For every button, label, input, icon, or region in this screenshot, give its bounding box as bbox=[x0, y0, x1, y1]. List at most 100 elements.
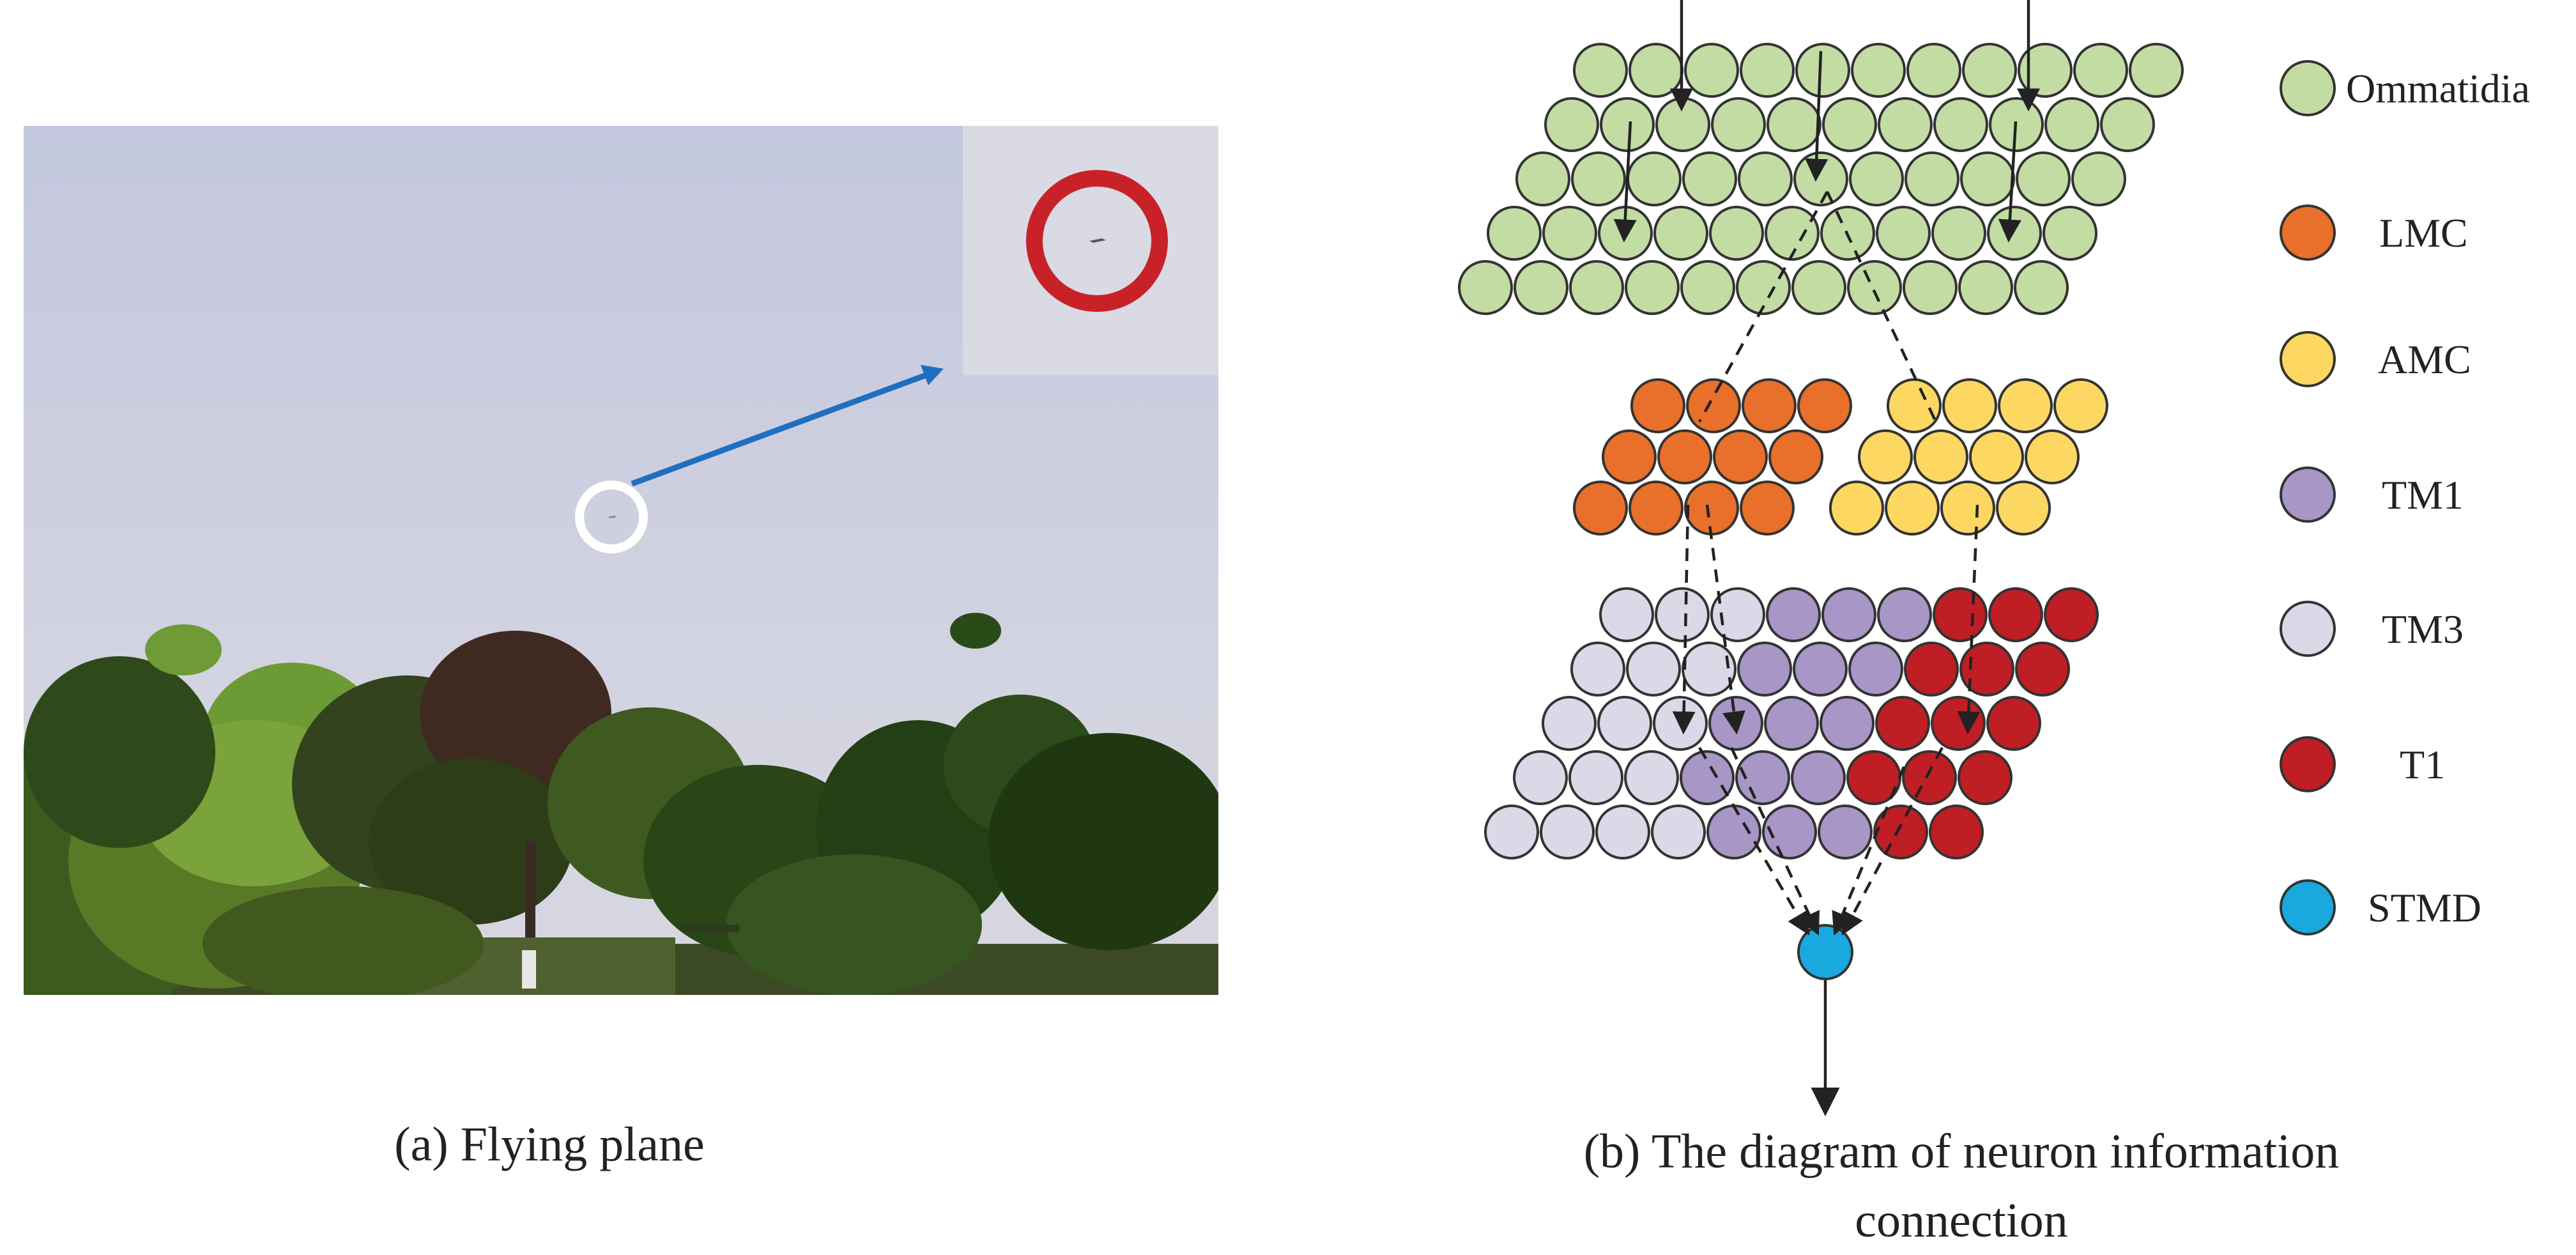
tm1-neuron bbox=[1821, 587, 1876, 642]
flying-plane-photo bbox=[24, 126, 1218, 995]
t1-neuron bbox=[1931, 696, 1986, 751]
ommatidium-neuron bbox=[2071, 151, 2126, 206]
inset-highlight-ring bbox=[1026, 170, 1168, 312]
t1-neuron bbox=[1873, 805, 1928, 859]
ommatidium-neuron bbox=[2016, 151, 2071, 206]
ommatidium-neuron bbox=[1876, 206, 1931, 261]
ommatidium-neuron bbox=[2100, 97, 2155, 152]
tm3-neuron bbox=[1513, 750, 1568, 805]
ommatidium-neuron bbox=[1514, 260, 1568, 315]
tm1-neuron bbox=[1762, 805, 1817, 859]
t1-neuron bbox=[2044, 587, 2099, 642]
tm3-neuron bbox=[1540, 805, 1595, 859]
t1-neuron bbox=[1986, 696, 2041, 751]
tm1-neuron bbox=[1735, 750, 1790, 805]
t1-neuron bbox=[1933, 587, 1988, 642]
connection-arrow bbox=[1729, 747, 1820, 936]
ommatidium-neuron bbox=[1487, 206, 1542, 261]
legend-item-stmd: STMD bbox=[2280, 879, 2481, 935]
lmc-neuron bbox=[1657, 429, 1712, 484]
legend-label: TM1 bbox=[2382, 472, 2464, 518]
t1-neuron bbox=[1929, 805, 1984, 859]
tree-line bbox=[24, 613, 1218, 995]
ommatidium-neuron bbox=[1600, 97, 1655, 152]
caption-neuron-diagram: (b) The diagram of neuron information co… bbox=[1469, 1117, 2453, 1255]
lmc-neuron bbox=[1602, 429, 1657, 484]
legend-swatch bbox=[2280, 879, 2336, 935]
ommatidium-neuron bbox=[1987, 206, 2042, 261]
amc-neuron bbox=[2053, 378, 2108, 433]
ommatidium-neuron bbox=[1851, 43, 1906, 98]
legend-item-t1: T1 bbox=[2280, 736, 2445, 792]
input-arrow bbox=[1998, 121, 2021, 243]
ommatidium-neuron bbox=[1738, 151, 1793, 206]
tm1-neuron bbox=[1818, 805, 1873, 859]
ommatidium-neuron bbox=[1680, 260, 1735, 315]
lmc-neuron bbox=[1740, 481, 1795, 535]
ommatidium-neuron bbox=[1849, 151, 1904, 206]
zoom-inset bbox=[963, 126, 1218, 375]
ommatidium-neuron bbox=[1625, 260, 1680, 315]
tm3-neuron bbox=[1484, 805, 1539, 859]
t1-neuron bbox=[1902, 750, 1957, 805]
amc-neuron bbox=[1913, 429, 1968, 484]
amc-neuron bbox=[1940, 481, 1995, 535]
ommatidium-neuron bbox=[1767, 97, 1821, 152]
legend-swatch bbox=[2280, 331, 2336, 387]
tm1-neuron bbox=[1706, 805, 1761, 859]
legend-label: LMC bbox=[2379, 210, 2468, 256]
ommatidium-neuron bbox=[1709, 206, 1764, 261]
ommatidium-neuron bbox=[1905, 151, 1959, 206]
lmc-neuron bbox=[1797, 378, 1852, 433]
t1-neuron bbox=[1959, 642, 2014, 697]
amc-neuron bbox=[1858, 429, 1913, 484]
t1-neuron bbox=[1958, 750, 2012, 805]
tm3-neuron bbox=[1655, 587, 1710, 642]
tm3-neuron bbox=[1568, 750, 1623, 805]
connection-arrows bbox=[1613, 0, 2040, 1116]
lmc-neuron bbox=[1630, 378, 1685, 433]
legend-item-amc: AMC bbox=[2280, 331, 2471, 387]
ommatidium-neuron bbox=[2044, 97, 2099, 152]
tm3-neuron bbox=[1682, 642, 1736, 697]
connection-arrow bbox=[1672, 504, 1696, 735]
tm3-neuron bbox=[1651, 805, 1706, 859]
ommatidium-neuron bbox=[1793, 151, 1848, 206]
ommatidium-neuron bbox=[1653, 206, 1708, 261]
tm1-neuron bbox=[1764, 696, 1819, 751]
ommatidium-neuron bbox=[1931, 206, 1986, 261]
t1-neuron bbox=[2015, 642, 2070, 697]
target-ring bbox=[575, 481, 648, 553]
lmc-neuron bbox=[1686, 378, 1741, 433]
connection-arrow bbox=[1832, 766, 1906, 936]
tm1-neuron bbox=[1848, 642, 1903, 697]
ommatidium-neuron bbox=[1960, 151, 2015, 206]
input-arrow bbox=[1805, 50, 1828, 182]
connection-arrow bbox=[1957, 504, 1981, 735]
caption-line-2: connection bbox=[1855, 1194, 2068, 1247]
lmc-neuron bbox=[1573, 481, 1628, 535]
ommatidium-neuron bbox=[1573, 43, 1628, 98]
t1-neuron bbox=[1875, 696, 1930, 751]
neuron-connection-diagram: Ommatidia LMC AMC TM1 TM3 T1 STMD bbox=[1458, 0, 2530, 1116]
amc-neuron bbox=[1887, 378, 1942, 433]
legend-item-lmc: LMC bbox=[2280, 204, 2468, 261]
amc-neuron bbox=[1998, 378, 2053, 433]
ommatidium-neuron bbox=[1544, 97, 1599, 152]
lmc-neuron bbox=[1742, 378, 1797, 433]
lmc-neuron bbox=[1684, 481, 1739, 535]
legend-label: AMC bbox=[2378, 337, 2471, 382]
legend-swatch bbox=[2280, 601, 2336, 657]
ommatidium-neuron bbox=[1903, 260, 1958, 315]
magnify-arrow bbox=[631, 365, 944, 487]
tm1-neuron bbox=[1680, 750, 1735, 805]
ommatidium-neuron bbox=[1458, 260, 1513, 315]
tm1-neuron bbox=[1791, 750, 1846, 805]
ommatidium-neuron bbox=[1629, 43, 1683, 98]
amc-neuron bbox=[1942, 378, 1997, 433]
ommatidium-neuron bbox=[1736, 260, 1791, 315]
tm3-neuron bbox=[1597, 696, 1652, 751]
ommatidium-neuron bbox=[1765, 206, 1820, 261]
legend-swatch bbox=[2280, 60, 2336, 116]
tm3-neuron bbox=[1626, 642, 1681, 697]
